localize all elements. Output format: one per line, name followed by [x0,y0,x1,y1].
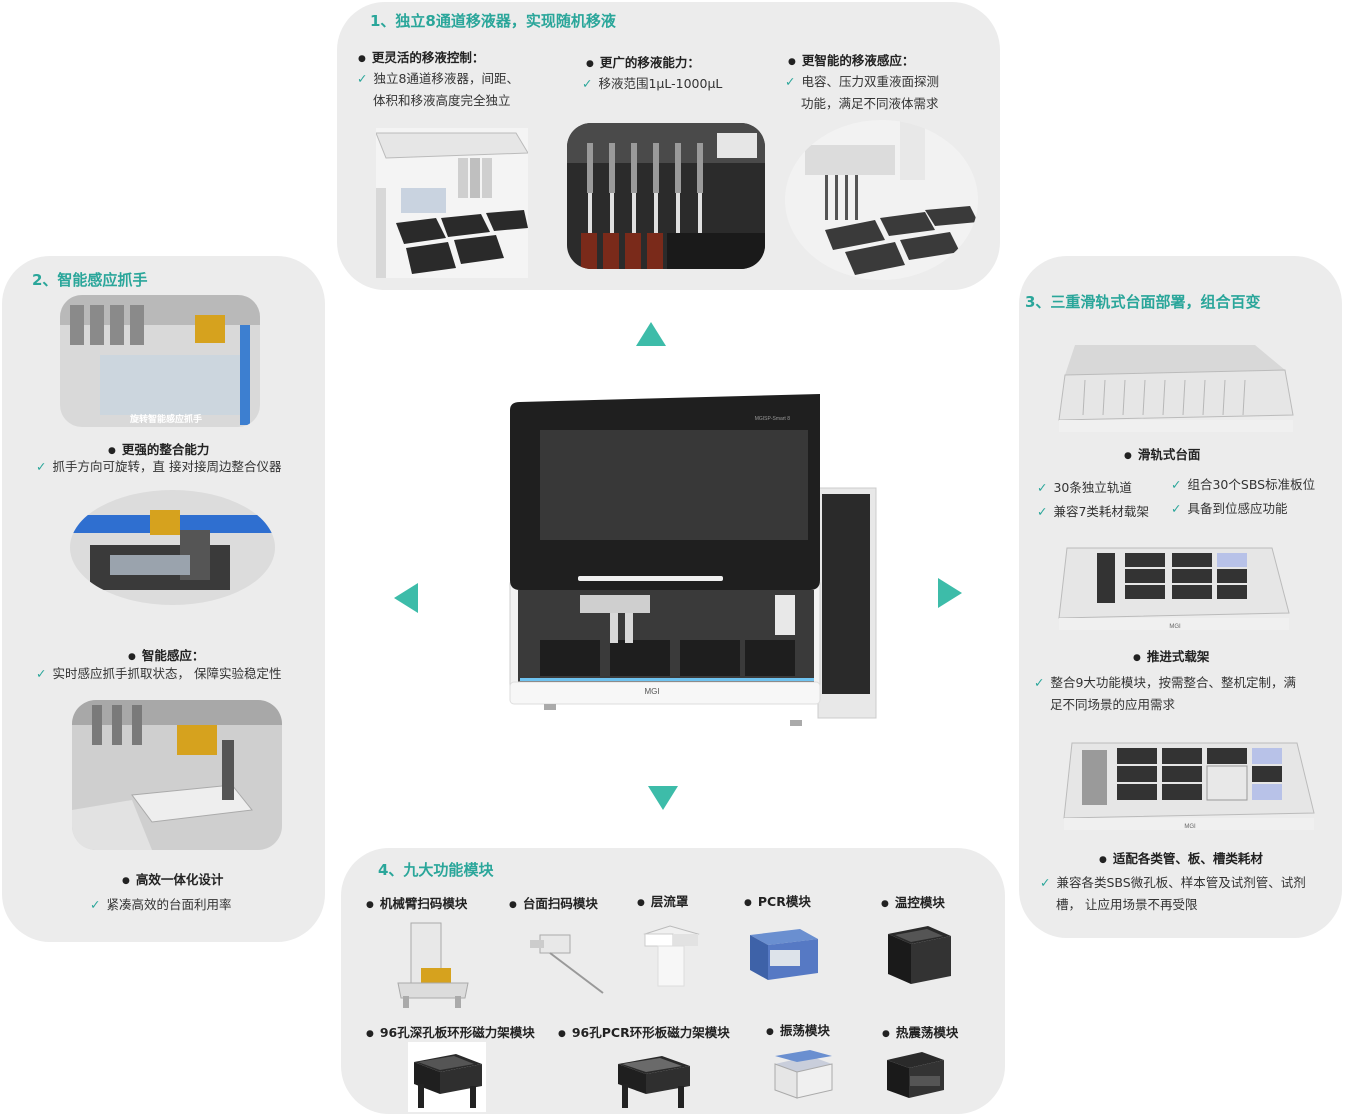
integrated-design-image [72,700,282,850]
arrow-down-icon [648,786,678,810]
pcr-magnet-module-image [612,1046,694,1112]
integration-heading: 更强的整合能力 [108,439,210,458]
module-label-pcr-magnet: 96孔PCR环形板磁力架模块 [558,1022,730,1041]
smart-sensing-heading: 智能感应： [128,645,205,664]
push-carrier-text: ✓整合9大功能模块，按需整合、整机定制，满 足不同场景的应用需求 [1034,675,1296,712]
panel-modules-title: 4、九大功能模块 [378,861,494,879]
smart-sensing-text: ✓实时感应抓手抓取状态， 保障实验稳定性 [36,666,282,681]
consumables-deck-image: MGI [1062,738,1317,838]
heat-shaker-module-image [882,1044,948,1104]
pipetting-sensing-heading: 更智能的移液感应： [788,50,915,69]
consumables-heading: 适配各类管、板、槽类耗材 [1099,848,1263,867]
panel-gripper-title: 2、智能感应抓手 [32,271,148,289]
deepwell-magnet-module-image [408,1042,486,1112]
gripper-sensing-image [70,490,275,605]
integration-text: ✓抓手方向可旋转，直 接对接周边整合仪器 [36,459,282,474]
pipetting-control-heading: 更灵活的移液控制： [358,47,485,66]
pipettor-tips-image [567,123,765,269]
deck-carriers-text: ✓兼容7类耗材载架 [1037,504,1149,519]
instrument-brand: MGI [644,687,659,696]
push-carrier-brand: MGI [1169,624,1181,630]
push-carrier-heading: 推进式载架 [1133,646,1210,665]
deck-rails-text: ✓30条独立轨道 [1037,480,1132,495]
sliding-deck-image [1055,340,1295,435]
consumables-deck-brand: MGI [1184,824,1196,830]
instrument-model: MGISP-Smart 8 [755,416,791,422]
module-label-deepwell-magnet: 96孔深孔板环形磁力架模块 [366,1022,535,1041]
module-label-pcr: PCR模块 [744,891,811,910]
arrow-left-icon [394,583,418,613]
arrow-up-icon [636,322,666,346]
module-label-heat-shaker: 热震荡模块 [882,1022,959,1041]
deck-sensing-text: ✓具备到位感应功能 [1171,501,1288,516]
push-carrier-image: MGI [1057,543,1292,638]
pipetting-range-heading: 更广的移液能力： [586,52,700,71]
deck-sbs-text: ✓组合30个SBS标准板位 [1171,477,1316,492]
pipetting-range-text: ✓移液范围1µL-1000µL [582,76,723,91]
integrated-design-heading: 高效一体化设计 [122,869,224,888]
panel-deck-title: 3、三重滑轨式台面部署，组合百变 [1025,293,1261,311]
integrated-design-text: ✓紧凑高效的台面利用率 [90,897,232,912]
rotating-gripper-caption: 旋转智能感应抓手 [130,415,203,425]
module-label-deck-scanner: 台面扫码模块 [509,893,598,912]
shaker-module-image [770,1046,836,1104]
rotating-gripper-image [60,295,260,427]
arm-scanner-module-image [393,918,473,1010]
module-label-arm-scanner: 机械臂扫码模块 [366,893,468,912]
pipettor-overview-image [376,128,528,278]
liquid-sensing-image [785,120,978,280]
pipetting-sensing-text: ✓电容、压力双重液面探测 功能，满足不同液体需求 [785,74,939,111]
sliding-deck-heading: 滑轨式台面 [1124,444,1201,463]
instrument-image: MGI MGISP-Smart 8 [500,390,885,730]
module-label-laminar-hood: 层流罩 [637,891,689,910]
temp-control-module-image [883,922,953,988]
consumables-text: ✓兼容各类SBS微孔板、样本管及试剂管、试剂 槽， 让应用场景不再受限 [1040,875,1306,912]
pipetting-control-text: ✓独立8通道移液器，间距、 体积和移液高度完全独立 [357,71,519,108]
pcr-module-image [740,925,820,985]
module-label-shaker: 振荡模块 [766,1020,830,1039]
arrow-right-icon [938,578,962,608]
laminar-hood-module-image [640,922,700,992]
module-label-temp-control: 温控模块 [881,892,945,911]
panel-pipetting-title: 1、独立8通道移液器，实现随机移液 [370,12,616,30]
deck-scanner-module-image [525,925,605,995]
